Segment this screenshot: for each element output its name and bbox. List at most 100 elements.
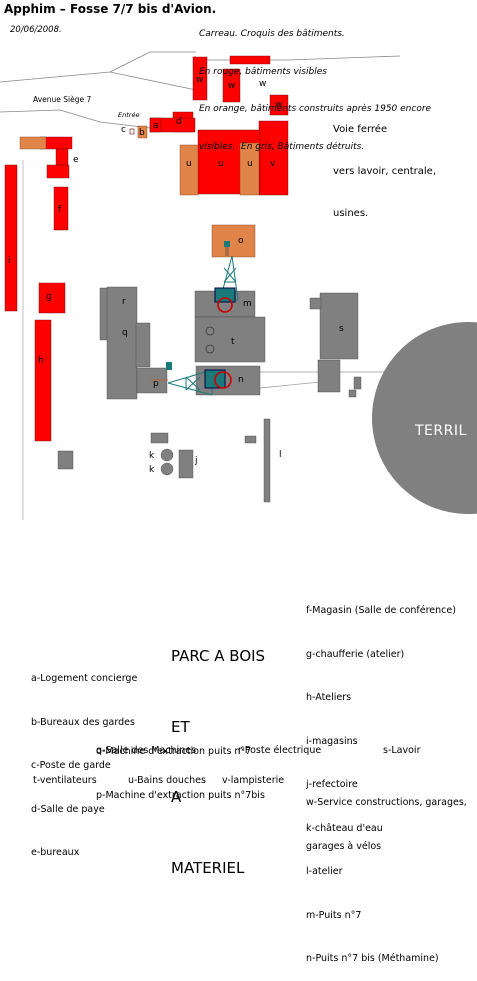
building-l [263,418,271,503]
label-q: q [122,328,128,338]
building-e-orange [19,136,47,150]
label-w: w [196,75,204,85]
water-tower-1 [160,448,174,462]
legend-entry: j-refectoire [306,779,358,790]
building-small2 [353,376,362,390]
legend-entry-q: q-Salle des Machines [96,745,197,756]
legend-mid: o-Machine d'extraction puits n°7 p-Machi… [96,716,265,818]
color-legend-line: visibles. En gris, Bâtiments détruits. [199,141,365,152]
label-u: u [218,159,224,169]
label-i: i [8,256,11,266]
legend-entry: o-Machine d'extraction puits n°7 [96,746,252,757]
yard-title-line: A [171,788,182,806]
building-f [53,186,69,231]
label-b: b [139,128,145,138]
winch-p [166,362,172,370]
label-k: k [149,465,155,475]
yard-title-line: PARC A BOIS [171,647,266,665]
legend-entry: h-Ateliers [306,692,352,703]
building-c [129,128,135,135]
legend-entry-s: s-Lavoir [383,745,421,756]
label-n: n [238,375,244,385]
building-small3 [348,389,357,398]
building-g [38,282,66,314]
label-w: w [275,100,283,110]
legend-entry: e-bureaux [31,847,80,858]
color-legend-line: Carreau. Croquis des bâtiments. [199,29,345,39]
label-u: u [186,159,192,169]
building-small4 [150,432,169,444]
rail-note-line: usines. [333,208,369,219]
label-f: f [58,205,62,215]
legend-entry: g-chaufferie (atelier) [306,648,405,660]
legend-entry: p-Machine d'extraction puits n°7bis [96,789,265,801]
destroyed-buildings [57,286,362,503]
label-v: v [270,159,276,169]
building-s2 [317,359,341,393]
building-h [34,319,52,442]
label-w: w [259,79,267,89]
color-legend: Carreau. Croquis des bâtiments. En rouge… [199,3,431,166]
street-label: Avenue Siège 7 [33,95,92,104]
label-j: j [195,456,198,466]
yard-title-line: ET [171,717,190,736]
legend-entry-line: w-Service constructions, garages, [306,797,467,808]
building-v [258,120,289,196]
label-h: h [38,356,44,366]
building-w1 [192,56,208,101]
legend-entry: b-Bureaux des gardes [31,716,135,728]
building-w3 [229,55,271,65]
building-j [178,449,194,479]
legend-entry: n-Puits n°7 bis (Méthamine) [306,953,439,964]
legend-entry-line: garages à vélos [306,840,382,852]
label-e: e [73,155,79,165]
building-small5 [244,435,257,444]
entrance-label: Entrée [118,111,140,119]
legend-entry: i-magasins [306,735,358,747]
fan-2 [205,344,215,354]
label-g: g [46,292,52,302]
legend-entry-u: u-Bains douches [128,775,206,786]
legend-entry: f-Magasin (Salle de conférence) [306,605,456,616]
yard-title-line: MATERIEL [171,858,245,877]
legend-entry: m-Puits n°7 [306,909,362,921]
legend-entry: c-Poste de garde [31,760,111,771]
label-w: w [228,81,236,91]
legend-entry-r: r-Poste électrique [238,745,322,756]
headframe-7bis [150,369,232,396]
building-q2 [135,322,151,368]
building-a [149,117,162,133]
building-small1 [309,297,322,310]
building-w2 [222,68,241,103]
label-t: t [231,337,235,347]
building-q [106,286,138,400]
label-s: s [339,324,344,334]
building-e2 [55,148,69,166]
label-o: o [238,236,244,246]
legend-entry-v: v-lampisterie [222,775,285,786]
site-plan [0,51,477,520]
building-p [136,367,168,394]
rail-note: Voie ferrée vers lavoir, centrale, usine… [333,95,436,235]
terril-spoil-tip [372,322,477,514]
rail-note-line: vers lavoir, centrale, [333,166,437,177]
post1950-buildings [19,125,260,258]
legend-entry-t: t-ventilateurs [33,775,97,786]
building-e-grey [57,450,74,470]
headframe-7 [214,243,239,313]
legend-entry: a-Logement concierge [31,673,138,684]
label-a: a [153,121,159,131]
page-title: Apphim – Fosse 7/7 bis d'Avion. [4,2,217,16]
building-w4 [269,94,289,116]
building-u1 [179,144,199,196]
building-b [137,125,148,139]
label-m: m [243,299,252,309]
water-tower-2 [160,462,174,476]
building-o [211,224,256,258]
building-s [319,292,359,360]
survey-date: 20/06/2008. [10,25,62,35]
legend-entry-w: w-Service constructions, garages, garage… [306,767,467,869]
building-e3 [46,164,70,179]
road-top-left-edge [0,51,196,83]
color-legend-line: En rouge, bâtiments visibles [199,66,327,77]
